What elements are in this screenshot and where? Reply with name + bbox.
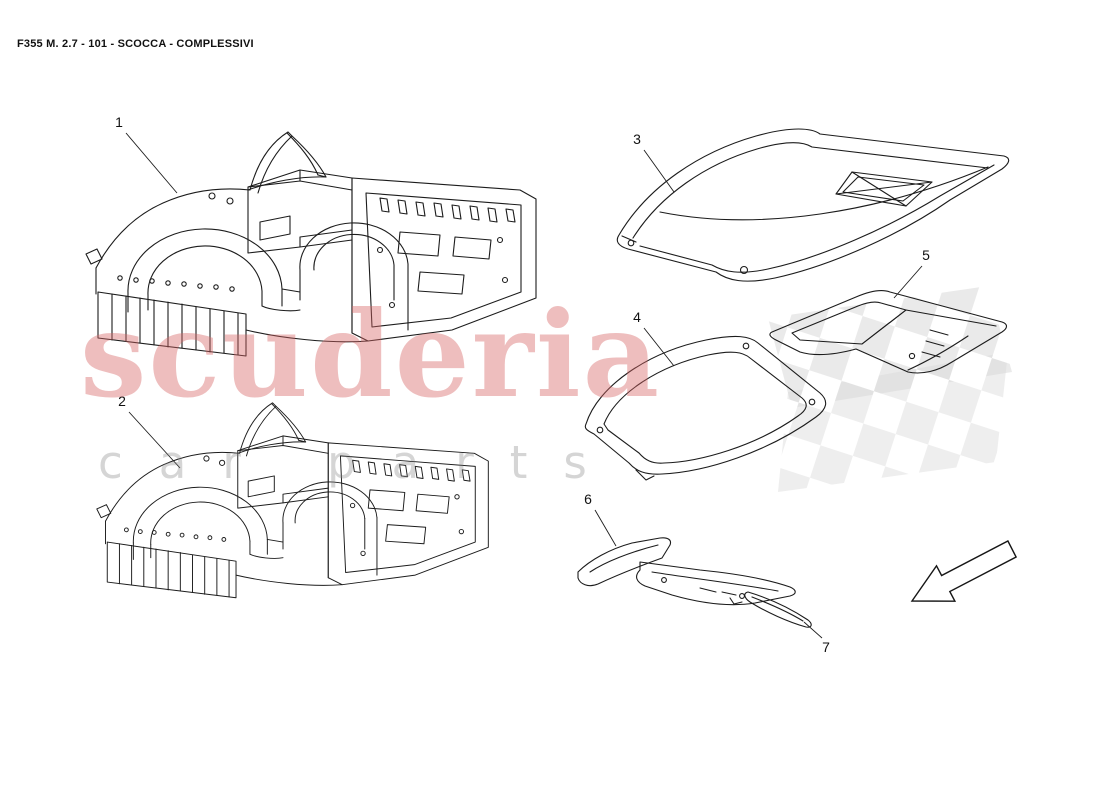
part-callout-1[interactable]: 1 — [115, 114, 123, 130]
part-callout-7[interactable]: 7 — [822, 639, 830, 655]
part-drawing-4-windshield-frame — [584, 335, 827, 481]
leader-line-7 — [803, 621, 823, 639]
leader-line-5 — [893, 265, 923, 299]
part-callout-3[interactable]: 3 — [633, 131, 641, 147]
part-callout-6[interactable]: 6 — [584, 491, 592, 507]
part-drawing-1-body-structure — [85, 131, 537, 357]
part-drawing-7-trim-strip — [744, 591, 812, 628]
part-callout-2[interactable]: 2 — [118, 393, 126, 409]
leader-line-6 — [594, 509, 617, 547]
part-drawing-3-roof-panel — [616, 128, 1010, 282]
page-title: F355 M. 2.7 - 101 - SCOCCA - COMPLESSIVI — [17, 38, 254, 50]
part-callout-5[interactable]: 5 — [922, 247, 930, 263]
part-drawing-6-sill-members — [577, 537, 796, 606]
leader-line-2 — [128, 411, 181, 469]
part-drawing-5-rear-deck-panel — [769, 290, 1008, 374]
part-drawing-2-body-structure — [96, 402, 489, 599]
direction-arrow-icon — [910, 540, 1018, 602]
leader-line-3 — [643, 149, 675, 193]
leader-line-4 — [643, 327, 675, 367]
leader-line-1 — [125, 132, 178, 194]
part-callout-4[interactable]: 4 — [633, 309, 641, 325]
part-callouts: 1 2 3 4 5 6 7 — [115, 114, 930, 655]
checkered-flag-watermark — [768, 286, 1012, 492]
